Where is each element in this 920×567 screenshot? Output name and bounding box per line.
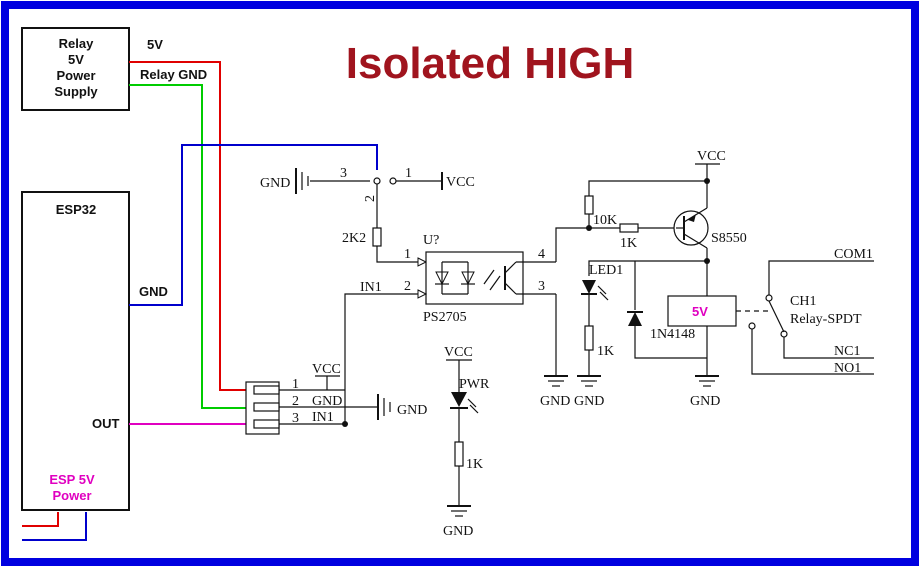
gnd-pwr-label: GND [443,524,473,539]
transistor-stage: VCC 10K 1K S8550 [555,149,747,310]
vcc-top-label: VCC [697,149,726,164]
label-gnd: GND [139,284,168,299]
opto-part-label: PS2705 [423,310,467,325]
relay-power-supply-block: Relay 5V Power Supply [21,27,130,111]
led1-label: LED1 [589,263,623,278]
esp32-block: ESP32 ESP 5V Power [21,191,130,511]
header-vcc: VCC [312,362,341,377]
pwr-vcc-label: VCC [444,345,473,360]
jumper-gnd-label: GND [260,176,290,191]
ch1-label: CH1 [790,294,816,309]
jumper-pin-2: 2 [363,195,378,202]
relay-supply-line-3: Power [56,68,95,83]
resistor-1k-pwr: 1K [466,457,483,472]
header-pin-3: 3 [292,411,299,426]
header-pin-1: 1 [292,377,299,392]
optocoupler-ps2705: U? 4 3 2 IN1 PS2705 [344,233,556,424]
label-out: OUT [92,416,120,431]
colored-wires [22,61,378,541]
diagram-title: Isolated HIGH [346,39,635,88]
relay-coil-section: 1N4148 5V GND [627,295,770,409]
header-connector: 1 2 3 VCC GND IN1 GND [245,362,427,435]
resistor-2k2: 2K2 [342,231,366,246]
resistor-10k: 10K [593,213,617,228]
transistor-label: S8550 [711,231,747,246]
gnd-label-1: GND [540,394,570,409]
gnd-label-2: GND [574,394,604,409]
relay-type-label: Relay-SPDT [790,312,862,327]
header-pin-2: 2 [292,394,299,409]
esp32-label: ESP32 [56,202,96,217]
label-relay-gnd: Relay GND [140,67,207,82]
led1-indicator: LED1 1K GND GND [540,263,623,409]
relay-supply-line-2: 5V [68,52,84,67]
resistor-1k-led: 1K [597,344,614,359]
wire-5v [129,61,260,391]
jumper-pin-1: 1 [405,166,412,181]
diode-label: 1N4148 [650,327,695,342]
power-led: VCC PWR 1K GND [443,345,490,539]
opto-pin-3: 3 [538,279,545,294]
jumper-vcc-label: VCC [446,175,475,190]
wire-relay-gnd [129,84,260,409]
resistor-1k-base: 1K [620,236,637,251]
gnd-label-3: GND [690,394,720,409]
header-in1: IN1 [312,410,334,425]
relay-supply-line-4: Supply [54,84,98,99]
wire-esp-5v [22,512,59,527]
opto-pin-2: 2 [404,279,411,294]
wire-gnd-blue [129,144,378,306]
label-5v: 5V [147,37,163,52]
jumper-pin-3: 3 [340,166,347,181]
relay-contacts: COM1 CH1 Relay-SPDT NC1 NO1 [748,247,874,376]
esp-power-line-2: Power [52,488,91,503]
esp-power-line-1: ESP 5V [49,472,95,487]
com1-label: COM1 [834,247,873,262]
no1-label: NO1 [834,361,861,376]
opto-in1-label: IN1 [360,280,382,295]
opto-u-label: U? [423,233,439,248]
relay-coil-label: 5V [692,304,708,319]
jumper-selector: GND 3 1 VCC 2 2K2 1 [260,166,475,267]
header-gnd: GND [312,394,342,409]
nc1-label: NC1 [834,344,860,359]
header-gnd-symbol-label: GND [397,403,427,418]
relay-supply-line-1: Relay [59,36,94,51]
wire-esp-gnd [22,512,87,541]
opto-pin-4: 4 [538,247,545,262]
pwr-label: PWR [459,377,490,392]
opto-pin-1: 1 [404,247,411,262]
